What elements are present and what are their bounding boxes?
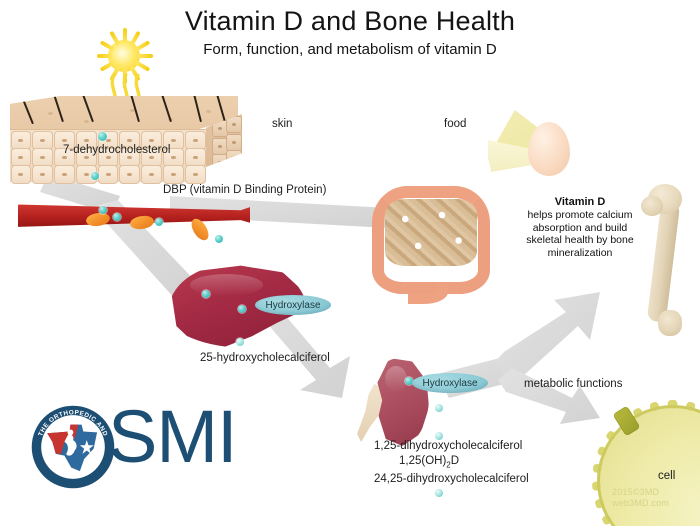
hydroxylase-liver-text: Hydroxylase xyxy=(265,299,321,311)
calcitriol-short-suffix: D xyxy=(450,455,460,467)
vitamin-d-dot xyxy=(113,213,121,221)
bone-illustration xyxy=(640,180,692,338)
target-cell-illustration xyxy=(592,398,700,526)
vitamin-d-dot xyxy=(238,305,246,313)
calcitriol-short-subscript: 2 xyxy=(446,460,451,470)
vitamin-d-dot xyxy=(215,235,223,243)
skin-layer-illustration xyxy=(10,96,260,184)
cell-membrane xyxy=(592,400,700,526)
arrow-skin-to-vessel xyxy=(40,174,120,214)
calcitriol-short-prefix: 1,25(OH) xyxy=(399,455,447,467)
hydroxylase-label-liver: Hydroxylase xyxy=(255,295,331,315)
arrow-vessel-to-gut xyxy=(170,196,388,228)
osmi-logo[interactable]: THE ORTHOPEDIC AND SPORTS MEDICINE INSTI… xyxy=(30,398,280,496)
vitamin-d-dot xyxy=(91,172,99,180)
vitamin-d-dot xyxy=(155,218,163,226)
label-1-25-dihydroxycholecalciferol: 1,25-dihydroxycholecalciferol xyxy=(374,440,523,452)
osmi-wordmark: SMI xyxy=(108,395,238,478)
label-dbp: DBP (vitamin D Binding Protein) xyxy=(163,184,327,196)
arrow-vessel-to-liver xyxy=(92,200,200,300)
vitamin-d-dot xyxy=(405,377,413,385)
label-cell: cell xyxy=(658,470,676,482)
rectum xyxy=(408,284,448,304)
vitamin-d-dot xyxy=(202,290,210,298)
page-subtitle: Form, function, and metabolism of vitami… xyxy=(203,41,497,58)
kidney-illustration xyxy=(355,358,429,446)
watermark-line-2: web3MD.com xyxy=(612,497,670,508)
watermark: 2015©3MD web3MD.com xyxy=(612,487,669,508)
vitamin-d-callout: Vitamin D helps promote calcium absorpti… xyxy=(524,196,636,259)
label-food: food xyxy=(444,118,467,130)
sun-icon xyxy=(96,28,153,84)
label-24-25-dihydroxycholecalciferol: 24,25-dihydroxycholecalciferol xyxy=(374,473,529,485)
vitamin-d-dot xyxy=(236,338,244,346)
vitamin-d-callout-body: helps promote calcium absorption and bui… xyxy=(526,209,634,259)
label-7-dehydrocholesterol: 7-dehydrocholesterol xyxy=(63,144,171,156)
watermark-line-1: 2015©3MD xyxy=(612,487,660,497)
vitamin-d-dot xyxy=(435,432,443,440)
skin-cross-section xyxy=(10,129,206,184)
page-title: Vitamin D and Bone Health xyxy=(184,6,516,36)
sun-core xyxy=(108,40,140,72)
label-25-hydroxycholecalciferol: 25-hydroxycholecalciferol xyxy=(200,352,330,364)
vitamin-d-callout-heading: Vitamin D xyxy=(554,196,606,208)
intestines-illustration xyxy=(372,186,490,304)
label-1-25-oh-2-d: 1,25(OH)2D xyxy=(399,455,459,469)
vitamin-d-dot xyxy=(435,404,443,412)
colon xyxy=(372,186,490,294)
label-skin: skin xyxy=(272,118,293,130)
arrow-to-cell xyxy=(498,368,600,424)
small-intestine xyxy=(385,199,477,266)
kidney-body xyxy=(377,358,429,446)
hydroxylase-label-kidney: Hydroxylase xyxy=(412,373,488,393)
egg-icon xyxy=(528,122,570,176)
arrow-to-bone xyxy=(495,292,600,386)
skin-surface xyxy=(10,96,238,132)
blood-vessel-illustration xyxy=(18,195,250,244)
vitamin-d-dot xyxy=(98,132,107,141)
kidney-highlight xyxy=(385,366,407,392)
vitamin-d-dot xyxy=(435,489,443,497)
hydroxylase-kidney-text: Hydroxylase xyxy=(422,377,478,389)
vitamin-d-dot xyxy=(99,206,107,214)
label-metabolic-functions: metabolic functions xyxy=(524,378,623,390)
osmi-seal-icon: THE ORTHOPEDIC AND SPORTS MEDICINE INSTI… xyxy=(31,405,115,489)
